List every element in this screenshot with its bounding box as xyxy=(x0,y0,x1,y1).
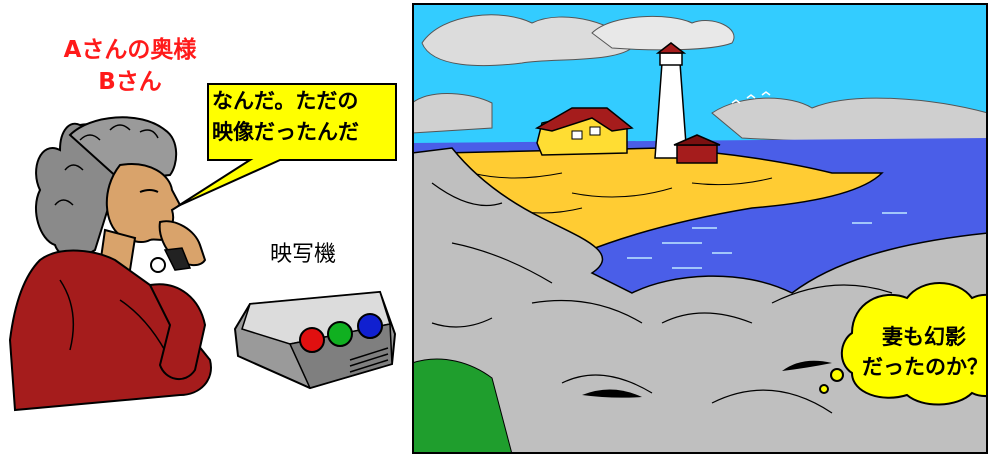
red-button-icon xyxy=(299,327,325,353)
woman-illustration xyxy=(8,116,212,412)
character-name-line1: Aさんの奥様 xyxy=(63,37,197,63)
speech-bubble xyxy=(177,83,397,207)
lighthouse-scene xyxy=(412,3,988,454)
thought-bubble-text: 妻も幻影 だったのか？ xyxy=(862,322,986,382)
thought-line-2: だったのか？ xyxy=(862,355,986,379)
projector-label: 映写機 xyxy=(270,242,337,267)
thought-line-1: 妻も幻影 xyxy=(882,325,966,349)
speech-line-2: 映像だったんだ xyxy=(212,120,359,144)
character-name: Aさんの奥様 Bさん xyxy=(40,34,220,98)
speech-line-1: なんだ。ただの xyxy=(212,89,359,113)
blue-button-icon xyxy=(357,313,383,339)
green-button-icon xyxy=(327,321,353,347)
projector-illustration xyxy=(233,290,397,390)
character-name-line2: Bさん xyxy=(98,69,162,95)
speech-bubble-text: なんだ。ただの 映像だったんだ xyxy=(212,86,359,148)
